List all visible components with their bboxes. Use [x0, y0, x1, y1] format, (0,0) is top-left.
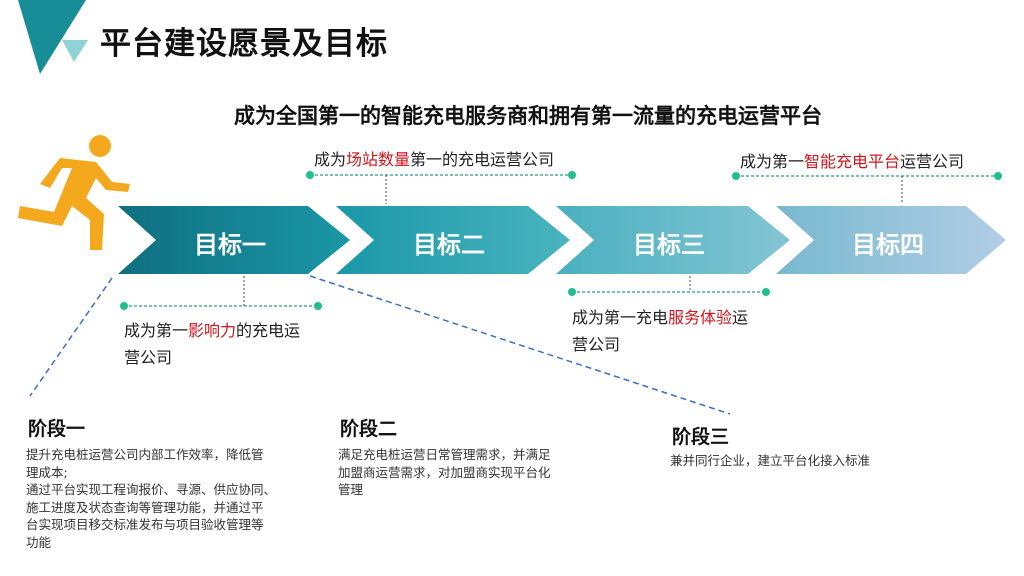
goal-4-description: 成为第一智能充电平台运营公司: [740, 152, 965, 171]
goal-arrow-3: [556, 206, 790, 274]
goal-2-label: 目标二: [413, 231, 485, 259]
goal-4-label: 目标四: [852, 231, 924, 259]
page-title: 平台建设愿景及目标: [100, 26, 388, 62]
stage-1-title: 阶段一: [28, 418, 86, 440]
stage-3-connector: [309, 275, 731, 415]
stage-2-title: 阶段二: [340, 418, 398, 440]
stage-3-description: 兼并同行企业，建立平台化接入标准: [670, 453, 871, 468]
corner-decoration: [18, 0, 88, 74]
vision-statement: 成为全国第一的智能充电服务商和拥有第一流量的充电运营平台: [234, 104, 822, 128]
goal-arrow-1: [118, 206, 350, 274]
stage-2-description: 满足充电桩运营日常管理需求，并满足 加盟商运营需求，对加盟商实现平台化 管理: [338, 447, 551, 497]
goal-1-label: 目标一: [194, 231, 266, 259]
goal-arrow-4: [776, 206, 1006, 274]
goal-1-description: 成为第一影响力的充电运 营公司: [124, 321, 301, 367]
stage-1-connector: [29, 277, 113, 397]
goal-arrow-2: [336, 206, 570, 274]
runner-icon: [18, 135, 130, 250]
goal-3-description: 成为第一充电服务体验运 营公司: [572, 308, 749, 354]
goal-2-description: 成为场站数量第一的充电运营公司: [314, 150, 555, 169]
goal-3-label: 目标三: [633, 231, 705, 259]
stage-3-title: 阶段三: [672, 426, 730, 448]
stage-1-description: 提升充电桩运营公司内部工作效率，降低管 理成本; 通过平台实现工程询报价、寻源、…: [26, 447, 277, 550]
